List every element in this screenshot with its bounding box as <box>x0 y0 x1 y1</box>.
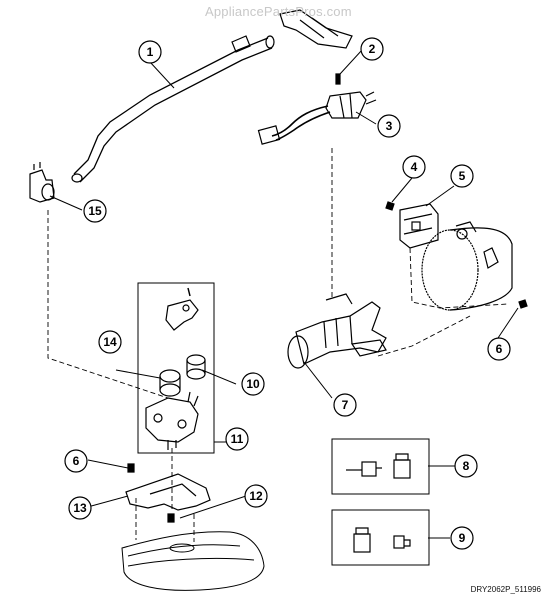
callout-number-2: 2 <box>369 42 376 56</box>
callout-circle-4 <box>402 155 426 179</box>
callout-circle-7 <box>333 393 357 417</box>
callout-circle-11 <box>225 427 249 451</box>
burner-assembly-part-7[interactable] <box>287 293 387 369</box>
diagram-code: DRY2062P_511996 <box>470 585 541 594</box>
top-bracket <box>279 9 353 49</box>
callout-circle-10 <box>241 372 265 396</box>
valve-group-box <box>137 282 215 454</box>
callout-number-1: 1 <box>147 45 154 59</box>
callout-number-11: 11 <box>231 432 244 446</box>
dashed-leader-lines <box>47 148 509 542</box>
mounting-plate-part-13[interactable] <box>125 473 211 511</box>
fitting-part-15[interactable] <box>29 162 55 203</box>
screw-part-6-left[interactable] <box>127 463 135 473</box>
callout-number-6-left: 6 <box>73 454 80 468</box>
callout-number-13: 13 <box>73 501 87 515</box>
base-pan <box>121 531 265 591</box>
leader-lines <box>49 49 519 539</box>
screw-part-6-right[interactable] <box>518 299 528 309</box>
coil-part-14[interactable] <box>159 369 181 397</box>
callout-circle-13 <box>68 496 92 520</box>
callout-number-12: 12 <box>249 489 263 503</box>
gas-valve-body[interactable] <box>145 391 199 450</box>
callout-number-5: 5 <box>459 169 466 183</box>
callout-circle-3 <box>377 114 401 138</box>
callout-circle-8 <box>454 454 478 478</box>
fitting-pair-9[interactable] <box>353 527 411 553</box>
callout-number-7: 7 <box>342 398 349 412</box>
callout-number-3: 3 <box>386 119 393 133</box>
callout-circle-9 <box>450 526 474 550</box>
callout-number-9: 9 <box>459 531 466 545</box>
callout-circle-14 <box>98 330 122 354</box>
callout-circle-6-left <box>64 449 88 473</box>
callout-number-6-right: 6 <box>496 342 503 356</box>
callout-circle-6-right <box>487 337 511 361</box>
parts-box-8 <box>331 438 430 495</box>
callout-circle-1 <box>138 40 162 64</box>
callout-number-15: 15 <box>88 204 102 218</box>
screw-part-2[interactable] <box>335 73 341 85</box>
callout-circle-12 <box>244 484 268 508</box>
screw-part-4[interactable] <box>385 201 395 211</box>
tube-part[interactable] <box>71 35 275 183</box>
bracket-part-5[interactable] <box>399 203 439 249</box>
callout-circle-5 <box>450 164 474 188</box>
callout-number-10: 10 <box>246 377 260 391</box>
watermark-text: AppliancePartsPros.com <box>205 4 352 19</box>
callout-circle-15 <box>83 199 107 223</box>
parts-box-9 <box>331 509 430 566</box>
coil-part-10[interactable] <box>186 354 206 380</box>
callout-number-8: 8 <box>463 459 470 473</box>
callout-number-14: 14 <box>103 335 117 349</box>
callout-number-4: 4 <box>411 160 418 174</box>
fitting-pair-8[interactable] <box>346 453 411 479</box>
burner-drum <box>421 221 513 311</box>
screw-part-12[interactable] <box>167 513 175 523</box>
callout-circle-2 <box>360 37 384 61</box>
valve-bracket-small <box>165 287 199 331</box>
wire-harness-part[interactable] <box>257 91 377 145</box>
